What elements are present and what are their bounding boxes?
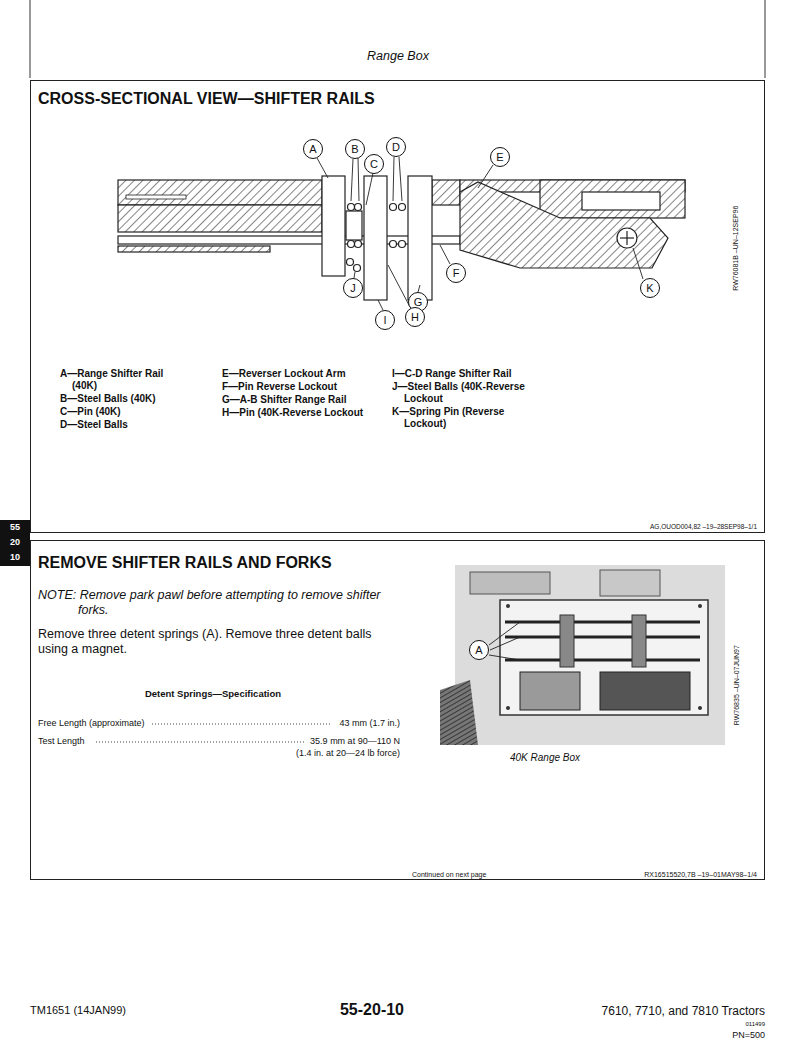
part-key: J—Steel Balls (40K-Reverse Lockout xyxy=(392,381,534,405)
page-text: Free Length (approximate) xyxy=(38,718,145,729)
callout-circle: I xyxy=(375,310,395,330)
page-text: 20 xyxy=(10,537,20,548)
page-text: Test Length xyxy=(38,736,85,747)
callout-circle: D xyxy=(386,137,406,157)
part-key: K—Spring Pin (Reverse Lockout) xyxy=(392,406,534,430)
range-box-photo xyxy=(440,565,725,745)
callout-letter: J xyxy=(344,279,362,297)
part-key: E—Reverser Lockout Arm xyxy=(222,368,372,380)
callout-circle: C xyxy=(364,154,384,174)
callout-circle: B xyxy=(345,139,365,159)
page-text: 35.9 mm at 90—110 N xyxy=(310,736,400,747)
part-key: B—Steel Balls (40K) xyxy=(60,393,188,405)
part-key: H—Pin (40K-Reverse Lockout xyxy=(222,407,372,419)
callout-letter: D xyxy=(387,138,405,156)
callout-letter: A xyxy=(304,140,322,158)
page-text: TM1651 (14JAN99) xyxy=(30,1004,126,1017)
section-panel: CROSS-SECTIONAL VIEW—SHIFTER RAILS A BCD E F… xyxy=(30,80,765,533)
page-text: NOTE: Remove park pawl before attempting… xyxy=(38,588,393,618)
part-key: F—Pin Reverse Lockout xyxy=(222,381,372,393)
page-text: Remove three detent springs (A). Remove … xyxy=(38,627,398,657)
callout-letter: C xyxy=(365,155,383,173)
page-text: 43 mm (1.7 in.) xyxy=(339,718,400,729)
callout-letter: I xyxy=(376,311,394,329)
page-text: 55-20-10 xyxy=(340,1000,404,1019)
callout-circle: A xyxy=(303,139,323,159)
part-key: A—Range Shifter Rail (40K) xyxy=(60,368,188,392)
callout-letter: B xyxy=(346,140,364,158)
page-text: Continued on next page xyxy=(412,871,486,879)
part-key: D—Steel Balls xyxy=(60,419,188,431)
page-text: AG,OUOD004,82 –19–28SEP98–1/1 xyxy=(650,523,757,531)
callout-circle: A xyxy=(469,640,489,660)
dot-leader xyxy=(96,742,304,743)
page-text: RX16515520,7B –19–01MAY98–1/4 xyxy=(644,871,757,879)
leader-lines xyxy=(489,622,520,660)
dot-leader xyxy=(152,724,330,725)
page-text: 55 xyxy=(10,522,20,533)
part-key: C—Pin (40K) xyxy=(60,406,188,418)
callout-circle: E xyxy=(490,147,510,167)
page-header: Range Box xyxy=(367,49,429,63)
page-text: Detent Springs—Specification xyxy=(145,688,281,699)
callout-circle: K xyxy=(640,278,660,298)
part-key: I—C-D Range Shifter Rail xyxy=(392,368,534,380)
callout-circle: F xyxy=(446,263,466,283)
page-text: 40K Range Box xyxy=(510,752,580,764)
header-rule xyxy=(765,0,766,78)
callout-letter: K xyxy=(641,279,659,297)
callout-letter: E xyxy=(491,148,509,166)
section-heading: CROSS-SECTIONAL VIEW—SHIFTER RAILS xyxy=(38,90,375,108)
page-text: 011499 xyxy=(745,1021,765,1028)
section-tab xyxy=(0,520,30,566)
part-key: G—A-B Shifter Range Rail xyxy=(222,394,372,406)
page-text: 7610, 7710, and 7810 Tractors xyxy=(602,1004,765,1018)
callout-letter: A xyxy=(470,641,488,659)
page-text: PN=500 xyxy=(732,1030,765,1041)
callout-circle: H xyxy=(405,307,425,327)
page-text: (1.4 in. at 20—24 lb force) xyxy=(296,748,400,759)
figure-id: RW76835 –UN–07JUN97 xyxy=(733,645,741,725)
callout-letter: F xyxy=(447,264,465,282)
section-heading: REMOVE SHIFTER RAILS AND FORKS xyxy=(38,554,332,572)
callout-letter: H xyxy=(406,308,424,326)
header-rule xyxy=(30,0,31,78)
leader-lines xyxy=(317,157,643,310)
figure-id: RW76081B –UN–12SEP96 xyxy=(733,205,741,290)
callout-circle: J xyxy=(343,278,363,298)
page-text: 10 xyxy=(10,552,20,563)
